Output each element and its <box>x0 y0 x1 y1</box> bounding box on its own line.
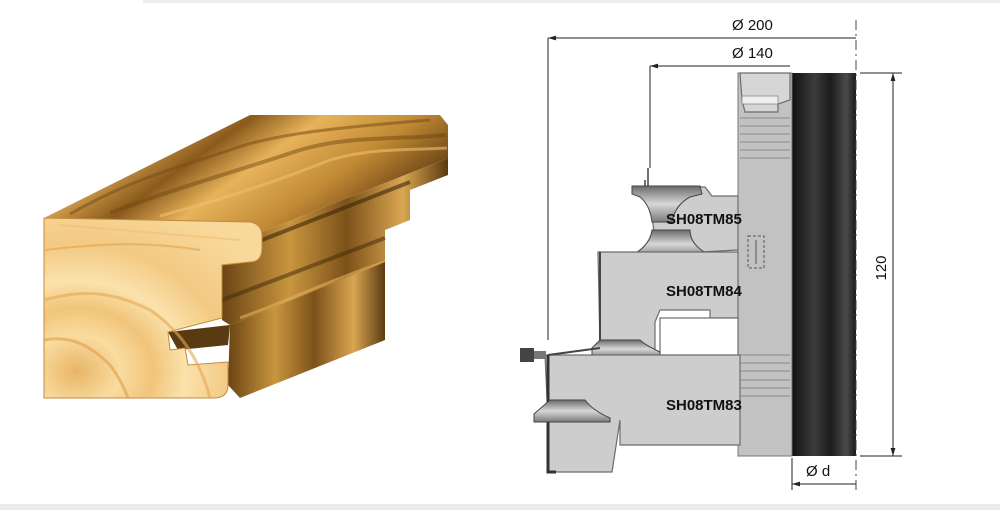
bottom-divider <box>0 504 1000 510</box>
wood-side-face <box>222 158 448 325</box>
dimension-lines <box>547 35 902 490</box>
cutter-label-sh08tm84: SH08TM84 <box>666 283 743 300</box>
cutter-assembly <box>520 20 857 490</box>
bore-label: Ø d <box>806 463 830 480</box>
outer-diameter-label: Ø 200 <box>732 17 773 34</box>
knife-bottom <box>533 399 611 423</box>
gib-screw <box>520 348 534 362</box>
wood-top-face <box>44 115 448 232</box>
spindle <box>792 73 856 456</box>
wood-side-lower <box>228 262 385 398</box>
cutter-label-sh08tm83: SH08TM83 <box>666 397 742 414</box>
top-divider <box>143 0 1000 3</box>
hub-body <box>737 72 793 457</box>
height-label: 120 <box>873 255 890 280</box>
cutter-label-sh08tm85: SH08TM85 <box>666 211 742 228</box>
knife-top-upper <box>631 185 703 223</box>
wood-profile-illustration <box>43 115 448 399</box>
inner-diameter-label: Ø 140 <box>732 45 773 62</box>
